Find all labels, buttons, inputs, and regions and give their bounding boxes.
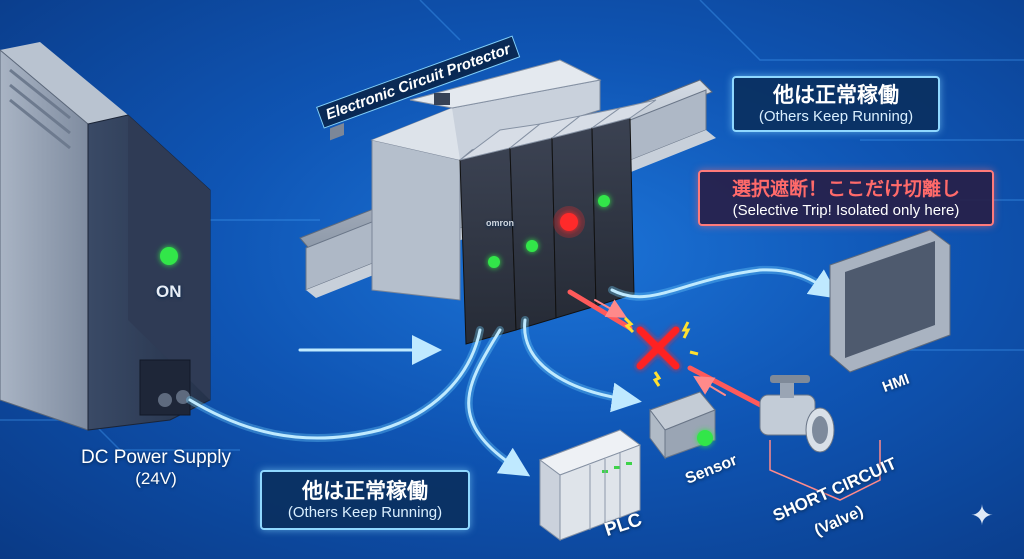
- ecp-module-3-tripped: [551, 107, 621, 319]
- ecp-module-4: [591, 99, 657, 307]
- wire-to-plc: [467, 328, 531, 477]
- module-brand-label: omron: [486, 218, 514, 228]
- callout-others-running-bottom: 他は正常稼働 (Others Keep Running): [260, 470, 470, 530]
- callout-trip-en: (Selective Trip! Isolated only here): [732, 202, 960, 219]
- wiring: [186, 265, 840, 477]
- fault-x-icon: [636, 326, 680, 370]
- wire-to-sensor: [523, 318, 642, 413]
- ecp-module-1: [459, 123, 542, 345]
- wire-psu-to-ecp: [188, 328, 482, 440]
- callout-bottom-jp: 他は正常稼働: [302, 479, 428, 503]
- callout-selective-trip: 選択遮断！ここだけ切離し (Selective Trip! Isolated o…: [698, 170, 994, 226]
- sensor-device: [649, 391, 716, 460]
- valve-device: [759, 375, 835, 453]
- hmi-device: [829, 229, 951, 373]
- power-supply-label: DC Power Supply: [81, 447, 231, 468]
- callout-top-jp: 他は正常稼働: [773, 83, 899, 107]
- plc-device: [538, 429, 642, 541]
- power-led: [160, 247, 178, 265]
- ecp-module-2: [509, 115, 581, 331]
- sparkle-icon: ✦: [970, 499, 994, 532]
- wire-fault: [567, 289, 773, 413]
- callout-trip-jp: 選択遮断！ここだけ切離し: [731, 178, 960, 200]
- dc-power-supply: [0, 42, 211, 431]
- ecp-housing: [370, 59, 602, 301]
- callout-bottom-en: (Others Keep Running): [287, 504, 443, 521]
- power-on-label: ON: [156, 282, 182, 301]
- callout-others-running-top: 他は正常稼働 (Others Keep Running): [732, 76, 940, 132]
- spark-icon: [623, 316, 699, 387]
- wire-to-hmi: [610, 268, 840, 299]
- power-voltage-label: (24V): [135, 469, 177, 488]
- callout-top-en: (Others Keep Running): [758, 108, 914, 125]
- ecp-modules: [459, 99, 657, 345]
